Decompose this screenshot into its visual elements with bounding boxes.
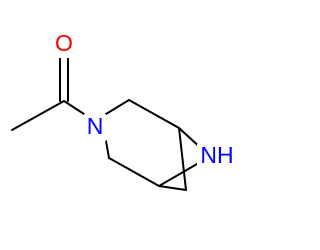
bond-bridgehead-cyclo-bottom	[158, 185, 187, 191]
bond-lower-ch2-bridgehead	[108, 157, 160, 187]
atom-ring-nitrogen: N	[87, 113, 104, 139]
bond-carbonyl-nitrogen	[63, 100, 85, 115]
structure-canvas: O N NH	[11, 30, 237, 191]
atoms: O N NH	[52, 30, 237, 171]
atom-oxygen: O	[55, 30, 73, 56]
bond-upper-ch2-bridgehead	[128, 99, 180, 129]
bonds	[11, 56, 204, 191]
bond-methyl-carbonyl	[11, 100, 65, 131]
bond-nitrogen-lower-ch2	[105, 140, 110, 159]
bond-bridgehead-nh-lower	[158, 163, 198, 187]
bond-nitrogen-upper-ch2	[105, 99, 130, 115]
atom-bridge-nitrogen: NH	[200, 142, 233, 168]
molecule-drawing: O N NH	[11, 30, 237, 191]
bond-bridgehead-cyclo-right	[178, 127, 187, 191]
